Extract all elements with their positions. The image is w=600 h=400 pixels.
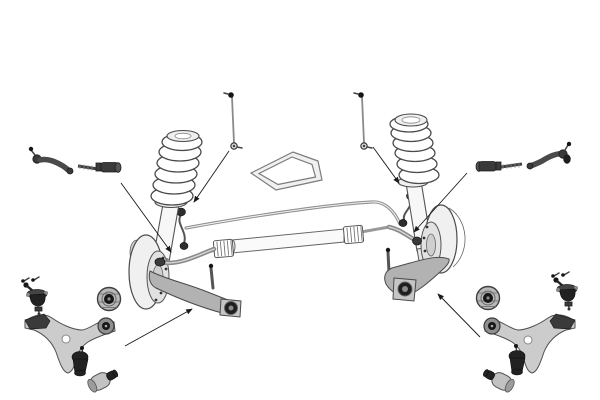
- left-arm-bushing: Control arm bushing (left): [96, 286, 122, 312]
- right-brake-hub: Brake disc and wheel hub (right): [416, 204, 466, 274]
- right-ball-joint: Ball joint with fastening bolts (right): [551, 271, 578, 311]
- left-strut-assembly: Coil spring and strut (left): [150, 129, 203, 263]
- left-small-bushing: Control arm rear bushing (left): [87, 369, 119, 393]
- callout-arrow-right-control-arm: [437, 293, 481, 338]
- right-arm-bushing: Control arm bushing (right): [475, 285, 501, 311]
- stabilizer-eye-left-icon: [179, 242, 189, 250]
- steering-rack: Steering rack with bellows: [154, 224, 422, 267]
- stabilizer-eye-right-icon: [398, 219, 408, 227]
- right-mounted-control-arm: Mounted control arm (right): [384, 247, 450, 302]
- right-tie-rod: Tie rod end and axial joint (right): [475, 141, 572, 172]
- left-tie-rod: Tie rod end and axial joint (left): [28, 146, 122, 175]
- callout-arrow-left-control-arm: [124, 308, 193, 347]
- right-stabilizer-link: Stabilizer link (right): [353, 92, 373, 150]
- left-mounted-control-arm: Mounted control arm (left): [148, 263, 242, 318]
- callout-arrows: [120, 146, 481, 347]
- left-control-arm: Control arm with ball joint (left): [24, 313, 116, 377]
- right-small-bushing: Control arm rear bushing (right): [483, 369, 515, 393]
- left-stabilizer-link: Stabilizer link (left): [223, 92, 243, 150]
- callout-arrow-right-stab-link: [372, 146, 400, 184]
- right-control-arm: Control arm with ball joint (right): [483, 313, 576, 376]
- driving-direction-arrow-icon: Driving direction indicator: [249, 151, 323, 191]
- callout-arrow-left-tie-rod: [120, 182, 172, 253]
- callout-arrow-right-tie-rod: [413, 172, 468, 233]
- left-ball-joint: Ball joint with fastening bolts (left): [21, 276, 48, 316]
- callout-arrow-left-stab-link: [193, 150, 230, 203]
